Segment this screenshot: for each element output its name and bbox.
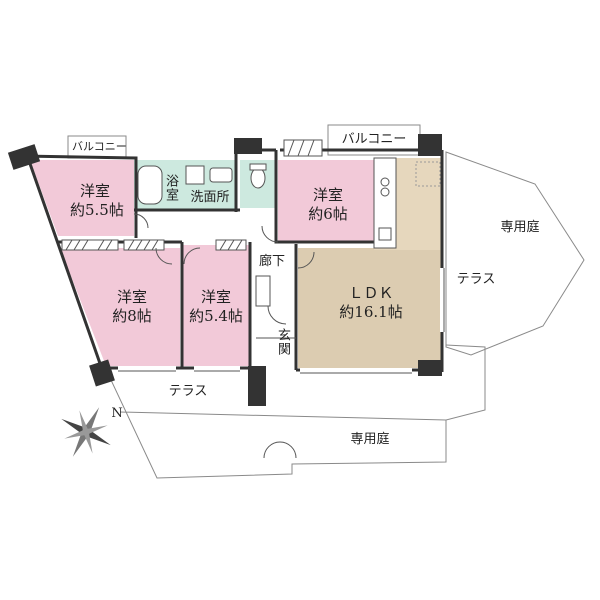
ldk-label: ＬＤＫ 約16.1帖	[334, 284, 408, 322]
entrance-label: 玄関	[275, 328, 290, 356]
bedroom-w-fill	[60, 248, 180, 366]
terrace-south-label: テラス	[168, 384, 208, 399]
column-ne	[418, 134, 442, 156]
toilet-tank	[249, 163, 267, 171]
garden-south-label: 専用庭	[350, 432, 390, 447]
room-name: 洋室	[79, 182, 110, 200]
bedroom-n-fill	[278, 160, 374, 242]
room-size: 約5.5帖	[70, 200, 124, 219]
bathtub	[137, 165, 163, 205]
door-swing	[297, 251, 315, 269]
bedroom-c-label: 洋室 約5.4帖	[186, 288, 246, 326]
room-name: 洋室	[200, 288, 231, 306]
closet-hatching	[65, 139, 315, 251]
door-swing	[155, 247, 173, 265]
terrace-south-edge	[119, 411, 447, 421]
fridge-space	[415, 161, 441, 187]
column-s	[248, 366, 266, 406]
door-swing	[183, 247, 201, 265]
column-nw	[7, 144, 41, 170]
bedroom-nw-label: 洋室 約5.5帖	[70, 182, 124, 220]
bedroom-nw-fill	[30, 160, 134, 236]
closet-w2	[123, 239, 165, 251]
hallway-label: 廊下	[258, 254, 285, 269]
washbasin	[209, 167, 233, 183]
washing-machine	[185, 165, 205, 185]
column-se	[418, 360, 442, 376]
room-name: ＬＤＫ	[348, 284, 394, 302]
toilet	[250, 167, 266, 189]
stove-burner-icon	[380, 187, 390, 197]
compass-rose-icon	[61, 407, 111, 457]
bedroom-c-fill	[183, 245, 251, 366]
shoe-closet	[255, 275, 271, 307]
north-label: N	[111, 406, 123, 421]
column-n1	[234, 138, 262, 154]
washroom-label: 洗面所	[190, 190, 230, 205]
garden-east-label: 専用庭	[500, 220, 540, 235]
bath-label: 浴室	[163, 174, 178, 202]
garden-gate	[263, 441, 297, 459]
bedroom-n-label: 洋室 約6帖	[300, 186, 356, 224]
room-size: 約16.1帖	[339, 302, 403, 321]
closet-w1	[61, 239, 119, 251]
door-swing	[261, 225, 279, 243]
bedroom-w-label: 洋室 約8帖	[104, 288, 160, 326]
balcony-large-label: バルコニー	[341, 132, 407, 147]
balcony-small-label: バルコニー	[72, 140, 127, 153]
kitchen-counter	[373, 157, 397, 249]
room-name: 洋室	[116, 288, 147, 306]
room-size: 約6帖	[308, 204, 348, 223]
sink-icon	[378, 227, 392, 241]
ldk-fill	[298, 248, 442, 368]
garden-south-outline	[110, 344, 486, 479]
room-name: 洋室	[312, 186, 343, 204]
room-size: 約8帖	[112, 306, 152, 325]
garden-east-outline	[445, 151, 585, 356]
entrance-door-swing	[267, 305, 287, 325]
stove-burner-icon	[380, 177, 390, 187]
slanted-west-wall	[26, 157, 105, 373]
room-size: 約5.4帖	[189, 306, 243, 325]
column-sw	[89, 359, 115, 387]
door-swing	[133, 213, 149, 229]
terrace-east-label: テラス	[456, 272, 496, 287]
